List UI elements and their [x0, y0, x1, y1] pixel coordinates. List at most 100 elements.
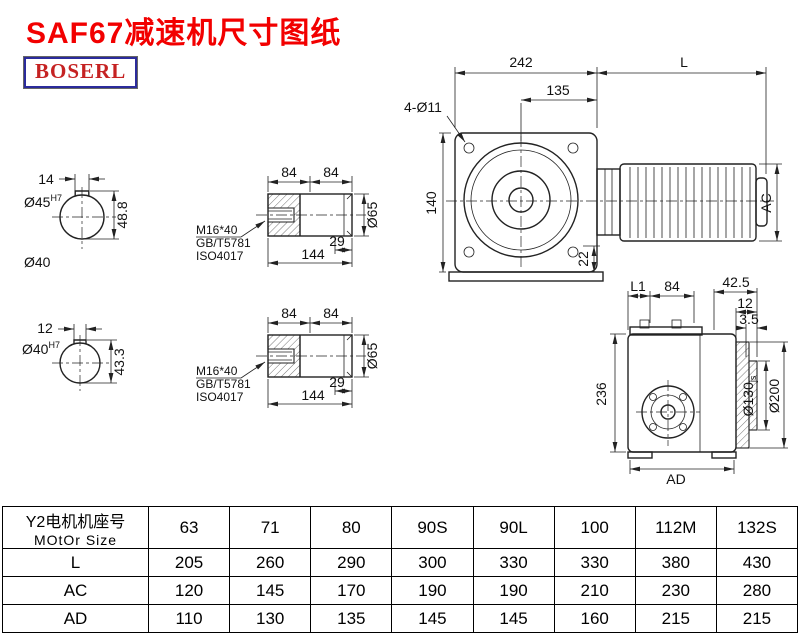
output-shaft-detail-top: 84 84 29 144 Ø65 M16*40 GB/T5781 ISO4017 [196, 164, 380, 267]
note-standard-2: ISO4017 [196, 390, 244, 404]
note-bolt: M16*40 [196, 223, 238, 237]
keyway [74, 190, 90, 197]
dim-242: 242 [509, 54, 533, 70]
motor-size-table: Y2电机机座号 MOtOr Size 63 71 80 90S 90L 100 … [2, 506, 799, 633]
table-cell: 215 [715, 604, 799, 633]
dim-140: 140 [423, 191, 439, 215]
dim-84-a: 84 [281, 164, 297, 180]
motor-end-cap [755, 177, 768, 227]
dimension-drawing: 242 L 135 4-Ø11 140 22 AC [22, 54, 788, 487]
table-cell: 260 [229, 548, 312, 577]
table-cell: 145 [229, 576, 312, 605]
table-cell: 190 [391, 576, 474, 605]
table-cell: 145 [472, 604, 555, 633]
table-cell: 90S [391, 506, 474, 549]
keyway [73, 339, 87, 344]
table-cell: 80 [310, 506, 393, 549]
table-cell: 90L [472, 506, 555, 549]
gearbox-housing [454, 132, 598, 273]
dim-42.5: 42.5 [722, 274, 749, 290]
hollow-shaft-section-bottom: 12 Ø40H7 43.3 [22, 320, 127, 391]
dim-29: 29 [329, 233, 345, 249]
note-standard-1: GB/T5781 [196, 236, 251, 250]
dim-bolt-holes: 4-Ø11 [404, 99, 442, 115]
motor-fins [629, 167, 751, 238]
dim-84-a: 84 [281, 305, 297, 321]
table-cell: 280 [715, 576, 799, 605]
motor-adapter [596, 168, 621, 236]
dim-144: 144 [301, 387, 325, 403]
dim-84-b: 84 [323, 164, 339, 180]
flange-pilot [748, 360, 758, 431]
dim-84-b: 84 [323, 305, 339, 321]
dim-L: L [680, 54, 688, 70]
note-bolt: M16*40 [196, 364, 238, 378]
table-cell: 110 [147, 604, 231, 633]
dim-48.8: 48.8 [114, 201, 130, 228]
table-cell: 170 [310, 576, 393, 605]
table-row-sizes: Y2电机机座号 MOtOr Size 63 71 80 90S 90L 100 … [2, 506, 799, 549]
dim-84: 84 [664, 278, 680, 294]
table-cell: 190 [472, 576, 555, 605]
dim-flange-pilot: Ø130js [740, 375, 758, 416]
row-label: L [2, 548, 149, 577]
table-cell: 112M [634, 506, 717, 549]
side-view: L1 84 42.5 12 3.5 236 Ø130js Ø200 AD [593, 274, 788, 487]
table-cell: 132S [715, 506, 799, 549]
dim-144: 144 [301, 246, 325, 262]
table-cell: 215 [634, 604, 717, 633]
row-label: AC [2, 576, 149, 605]
table-cell: 380 [634, 548, 717, 577]
bore-dia-label: Ø45H7 [24, 193, 62, 210]
output-shaft-detail-bottom: 84 84 29 144 Ø65 M16*40 GB/T5781 ISO4017 [196, 305, 380, 408]
dim-22: 22 [575, 251, 591, 267]
motor-body [619, 163, 757, 242]
dim-AD: AD [666, 471, 685, 487]
table-cell: 135 [310, 604, 393, 633]
dim-12: 12 [37, 320, 53, 336]
page-title: SAF67减速机尺寸图纸 [26, 17, 342, 50]
base-plate [448, 271, 604, 282]
table-cell: 210 [553, 576, 636, 605]
table-cell: 130 [229, 604, 312, 633]
table-cell: 63 [147, 506, 231, 549]
dim-14: 14 [38, 171, 54, 187]
dim-236: 236 [593, 382, 609, 406]
row-label: AD [2, 604, 149, 633]
table-header-line1: Y2电机机座号 [25, 513, 126, 531]
shaft-body [267, 334, 353, 378]
table-cell: 430 [715, 548, 799, 577]
table-header-line2: MOtOr Size [33, 531, 118, 548]
flange-circle [463, 142, 579, 258]
table-row-L: L 205 260 290 300 330 330 380 430 [2, 548, 799, 577]
dim-d65: Ø65 [364, 202, 380, 229]
table-cell: 71 [229, 506, 312, 549]
table-cell: 300 [391, 548, 474, 577]
dim-3.5: 3.5 [739, 311, 759, 327]
dim-29: 29 [329, 374, 345, 390]
table-cell: 290 [310, 548, 393, 577]
shaft-dia-label: Ø40 [24, 254, 51, 270]
table-cell: 120 [147, 576, 231, 605]
dim-135: 135 [546, 82, 570, 98]
bore-circle [59, 194, 105, 240]
table-header-motor-size: Y2电机机座号 MOtOr Size [2, 506, 149, 549]
shaft-bore [508, 187, 534, 213]
shaft-body [267, 193, 353, 237]
dim-12: 12 [737, 295, 753, 311]
note-standard-2: ISO4017 [196, 249, 244, 263]
table-cell: 145 [391, 604, 474, 633]
dim-d65: Ø65 [364, 343, 380, 370]
dim-L1: L1 [630, 278, 646, 294]
hollow-shaft-section-top: 14 Ø45H7 48.8 Ø40 [24, 171, 130, 270]
front-view: 242 L 135 4-Ø11 140 22 AC [404, 54, 782, 282]
bore-dia-label: Ø40H7 [22, 340, 60, 357]
table-cell: 100 [553, 506, 636, 549]
dim-43.3: 43.3 [111, 348, 127, 375]
table-row-AD: AD 110 130 135 145 145 160 215 215 [2, 604, 799, 633]
table-cell: 330 [553, 548, 636, 577]
dim-flange-od: Ø200 [766, 379, 782, 413]
end-cover [641, 385, 695, 439]
dim-AC: AC [758, 193, 774, 212]
